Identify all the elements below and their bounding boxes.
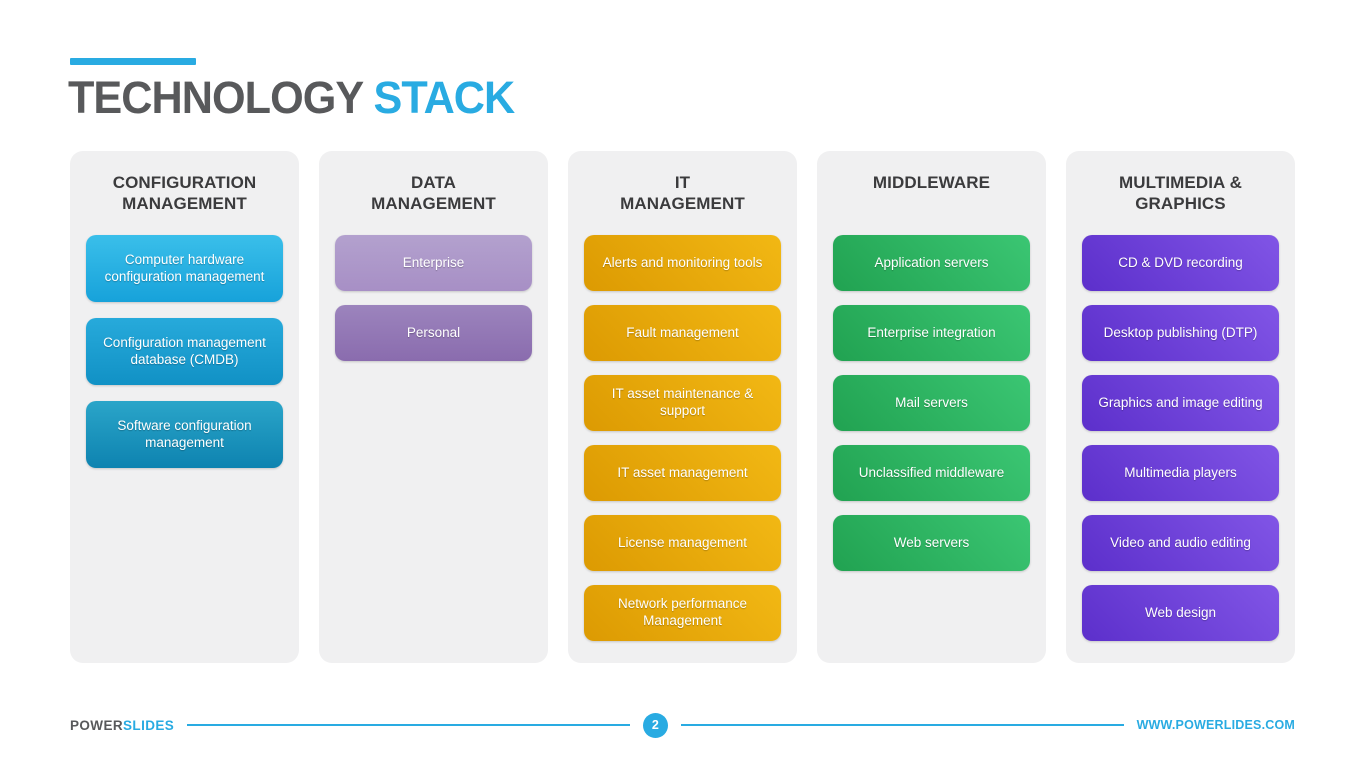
footer-rule-right	[680, 724, 1124, 726]
page-title: TECHNOLOGY STACK	[68, 72, 515, 124]
chip-enterprise-integration[interactable]: Enterprise integration	[833, 305, 1030, 361]
chip-it-asset-management[interactable]: IT asset management	[584, 445, 781, 501]
chip-label: Enterprise integration	[867, 324, 996, 340]
panel-header-data-management: DATA MANAGEMENT	[371, 173, 496, 214]
chip-desktop-publishing-dtp[interactable]: Desktop publishing (DTP)	[1082, 305, 1279, 361]
chip-license-management[interactable]: License management	[584, 515, 781, 571]
chip-application-servers[interactable]: Application servers	[833, 235, 1030, 291]
chip-it-asset-maintenance-support[interactable]: IT asset maintenance & support	[584, 375, 781, 431]
chip-label: CD & DVD recording	[1118, 254, 1243, 270]
chip-alerts-and-monitoring-tools[interactable]: Alerts and monitoring tools	[584, 235, 781, 291]
chip-configuration-management-database-cmdb[interactable]: Configuration management database (CMDB)	[86, 318, 283, 385]
chip-graphics-and-image-editing[interactable]: Graphics and image editing	[1082, 375, 1279, 431]
chip-video-and-audio-editing[interactable]: Video and audio editing	[1082, 515, 1279, 571]
panel-configuration-management: CONFIGURATION MANAGEMENT Computer hardwa…	[70, 151, 299, 663]
chip-list: CD & DVD recording Desktop publishing (D…	[1082, 235, 1279, 641]
chip-label: Desktop publishing (DTP)	[1103, 324, 1258, 340]
panel-header-it-management: IT MANAGEMENT	[620, 173, 745, 214]
panel-header-configuration-management: CONFIGURATION MANAGEMENT	[112, 173, 257, 214]
chip-list: Computer hardware configuration manageme…	[86, 235, 283, 468]
chip-unclassified-middleware[interactable]: Unclassified middleware	[833, 445, 1030, 501]
footer: POWERSLIDES 2 WWW.POWERLIDES.COM	[70, 711, 1295, 739]
page-number-badge: 2	[642, 712, 668, 738]
chip-cd-dvd-recording[interactable]: CD & DVD recording	[1082, 235, 1279, 291]
chip-label: Software configuration management	[117, 417, 252, 450]
chip-label: Network performance Management	[617, 596, 748, 628]
chip-label: IT asset maintenance & support	[611, 386, 754, 418]
chip-multimedia-players[interactable]: Multimedia players	[1082, 445, 1279, 501]
chip-label: Mail servers	[895, 394, 968, 410]
footer-url[interactable]: WWW.POWERLIDES.COM	[1136, 718, 1296, 732]
chip-label: Unclassified middleware	[858, 464, 1005, 480]
title-accent-bar	[70, 58, 196, 65]
chip-list: Enterprise Personal	[335, 235, 532, 361]
footer-rule-left	[187, 724, 630, 726]
chip-fault-management[interactable]: Fault management	[584, 305, 781, 361]
chip-label: Application servers	[874, 254, 989, 270]
chip-label: Web servers	[893, 534, 970, 550]
chip-network-performance-management[interactable]: Network performance Management	[584, 585, 781, 641]
chip-personal[interactable]: Personal	[335, 305, 532, 361]
chip-label: Fault management	[626, 324, 739, 340]
chip-software-configuration-management[interactable]: Software configuration management	[86, 401, 283, 468]
panel-middleware: MIDDLEWARE Application servers Enterpris…	[817, 151, 1046, 663]
chip-enterprise[interactable]: Enterprise	[335, 235, 532, 291]
chip-label: Computer hardware configuration manageme…	[104, 251, 265, 284]
columns-container: CONFIGURATION MANAGEMENT Computer hardwa…	[70, 151, 1295, 663]
chip-label: Configuration management database (CMDB)	[103, 334, 266, 367]
panel-header-middleware: MIDDLEWARE	[872, 173, 991, 192]
panel-data-management: DATA MANAGEMENT Enterprise Personal	[319, 151, 548, 663]
panel-multimedia-graphics: MULTIMEDIA & GRAPHICS CD & DVD recording…	[1066, 151, 1295, 663]
chip-label: Graphics and image editing	[1098, 394, 1263, 410]
chip-label: Multimedia players	[1124, 464, 1237, 480]
chip-label: Personal	[406, 324, 461, 340]
title-accent: STACK	[373, 72, 515, 123]
panel-it-management: IT MANAGEMENT Alerts and monitoring tool…	[568, 151, 797, 663]
chip-label: License management	[617, 534, 748, 550]
brand-accent: SLIDES	[123, 717, 175, 733]
brand-logo: POWERSLIDES	[70, 718, 174, 733]
chip-label: Enterprise	[402, 254, 465, 270]
chip-list: Alerts and monitoring tools Fault manage…	[584, 235, 781, 641]
chip-label: Alerts and monitoring tools	[602, 254, 763, 270]
chip-label: Web design	[1144, 604, 1217, 620]
chip-web-servers[interactable]: Web servers	[833, 515, 1030, 571]
chip-web-design[interactable]: Web design	[1082, 585, 1279, 641]
panel-header-multimedia-graphics: MULTIMEDIA & GRAPHICS	[1118, 173, 1242, 214]
chip-label: Video and audio editing	[1110, 534, 1251, 550]
brand-primary: POWER	[70, 717, 124, 733]
chip-label: IT asset management	[617, 464, 748, 480]
chip-list: Application servers Enterprise integrati…	[833, 235, 1030, 571]
title-primary: TECHNOLOGY	[68, 72, 363, 123]
chip-mail-servers[interactable]: Mail servers	[833, 375, 1030, 431]
chip-computer-hardware-configuration-management[interactable]: Computer hardware configuration manageme…	[86, 235, 283, 302]
